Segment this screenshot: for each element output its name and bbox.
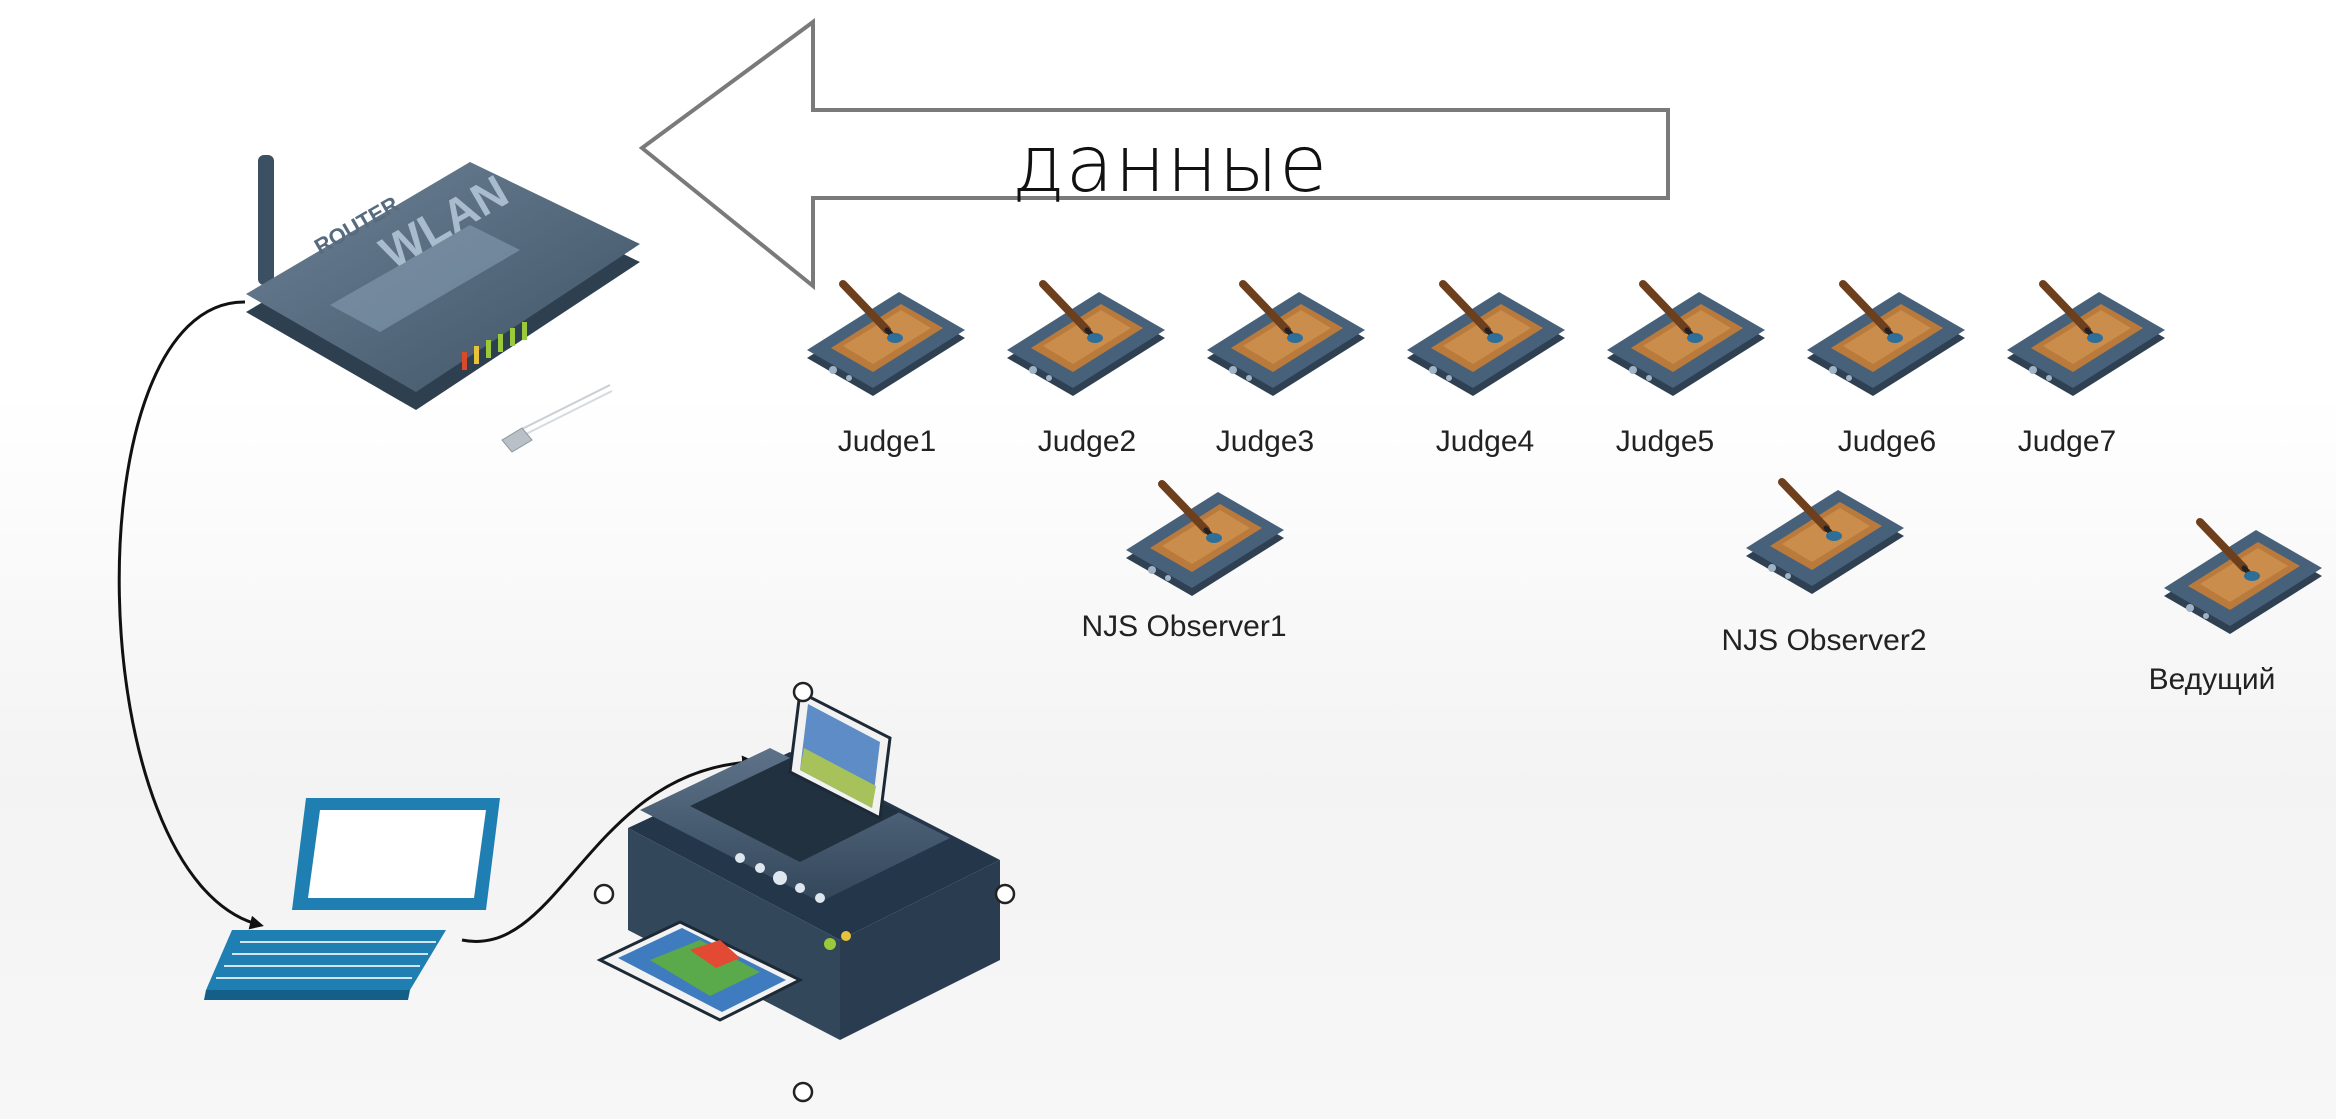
selection-handle-bottom[interactable]	[792, 1081, 814, 1103]
laptop-printer-connector	[461, 755, 756, 943]
printer-icon[interactable]	[596, 689, 1000, 1040]
judge2-tablet-icon[interactable]	[1007, 284, 1165, 396]
judge6-label: Judge6	[1837, 425, 1937, 458]
data-flow-arrow	[638, 18, 1670, 291]
selection-handle-left[interactable]	[593, 883, 615, 905]
observer1-tablet-icon[interactable]	[1126, 484, 1284, 596]
judge2-label: Judge2	[1037, 425, 1137, 458]
router-laptop-connector	[117, 300, 264, 930]
observer1-label: NJS Observer1	[1081, 610, 1287, 643]
observer2-label: NJS Observer2	[1721, 624, 1927, 657]
host-label: Ведущий	[2148, 663, 2276, 696]
judge7-label: Judge7	[2017, 425, 2117, 458]
selection-handle-top[interactable]	[792, 681, 814, 703]
judge5-tablet-icon[interactable]	[1607, 284, 1765, 396]
selection-handle-right[interactable]	[994, 883, 1016, 905]
judge4-tablet-icon[interactable]	[1407, 284, 1565, 396]
judge5-label: Judge5	[1615, 425, 1715, 458]
judge3-tablet-icon[interactable]	[1207, 284, 1365, 396]
judge1-tablet-icon[interactable]	[807, 284, 965, 396]
arrow-label: данные	[1011, 120, 1329, 210]
observer2-tablet-icon[interactable]	[1746, 482, 1904, 594]
judge6-tablet-icon[interactable]	[1807, 284, 1965, 396]
judge4-label: Judge4	[1435, 425, 1535, 458]
laptop-icon[interactable]	[204, 798, 500, 1000]
judge7-tablet-icon[interactable]	[2007, 284, 2165, 396]
host-tablet-icon[interactable]	[2164, 522, 2322, 634]
judge1-label: Judge1	[837, 425, 937, 458]
router-icon[interactable]: WLAN ROUTER	[246, 155, 640, 453]
judge3-label: Judge3	[1215, 425, 1315, 458]
